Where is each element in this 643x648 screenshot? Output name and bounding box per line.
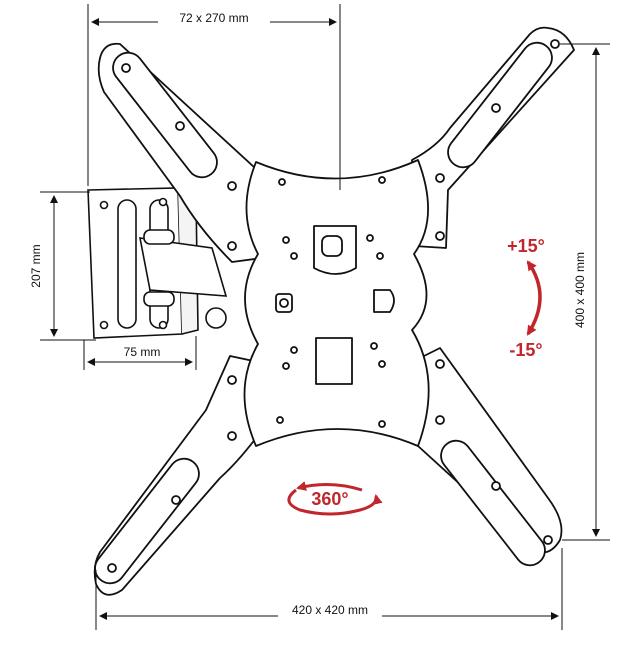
tilt-up-label: +15°: [507, 236, 545, 256]
arm-lower-left: [93, 355, 263, 596]
dim-label-bottom: 420 x 420 mm: [292, 603, 368, 617]
tilt-arrow: [526, 260, 542, 336]
dim-label-top: 72 x 270 mm: [179, 11, 248, 25]
dim-label-left-depth: 75 mm: [124, 345, 161, 359]
arm-upper-right: [411, 26, 575, 249]
dim-label-bottom-bg: [278, 602, 382, 618]
rotation-arrow-back: [296, 481, 363, 492]
arm-lower-right: [408, 347, 563, 567]
wall-plate: [87, 187, 199, 339]
rotation-arrow-front: [287, 488, 383, 516]
dim-label-right: 400 x 400 mm: [573, 252, 587, 328]
rotation-label: 360°: [311, 489, 348, 509]
swing-arm: [139, 229, 228, 329]
center-plate: [243, 159, 430, 447]
dim-label-top-bg: [158, 10, 270, 26]
tilt-down-label: -15°: [509, 340, 542, 360]
dim-label-left-height: 207 mm: [29, 244, 43, 287]
arm-upper-left: [97, 42, 263, 263]
